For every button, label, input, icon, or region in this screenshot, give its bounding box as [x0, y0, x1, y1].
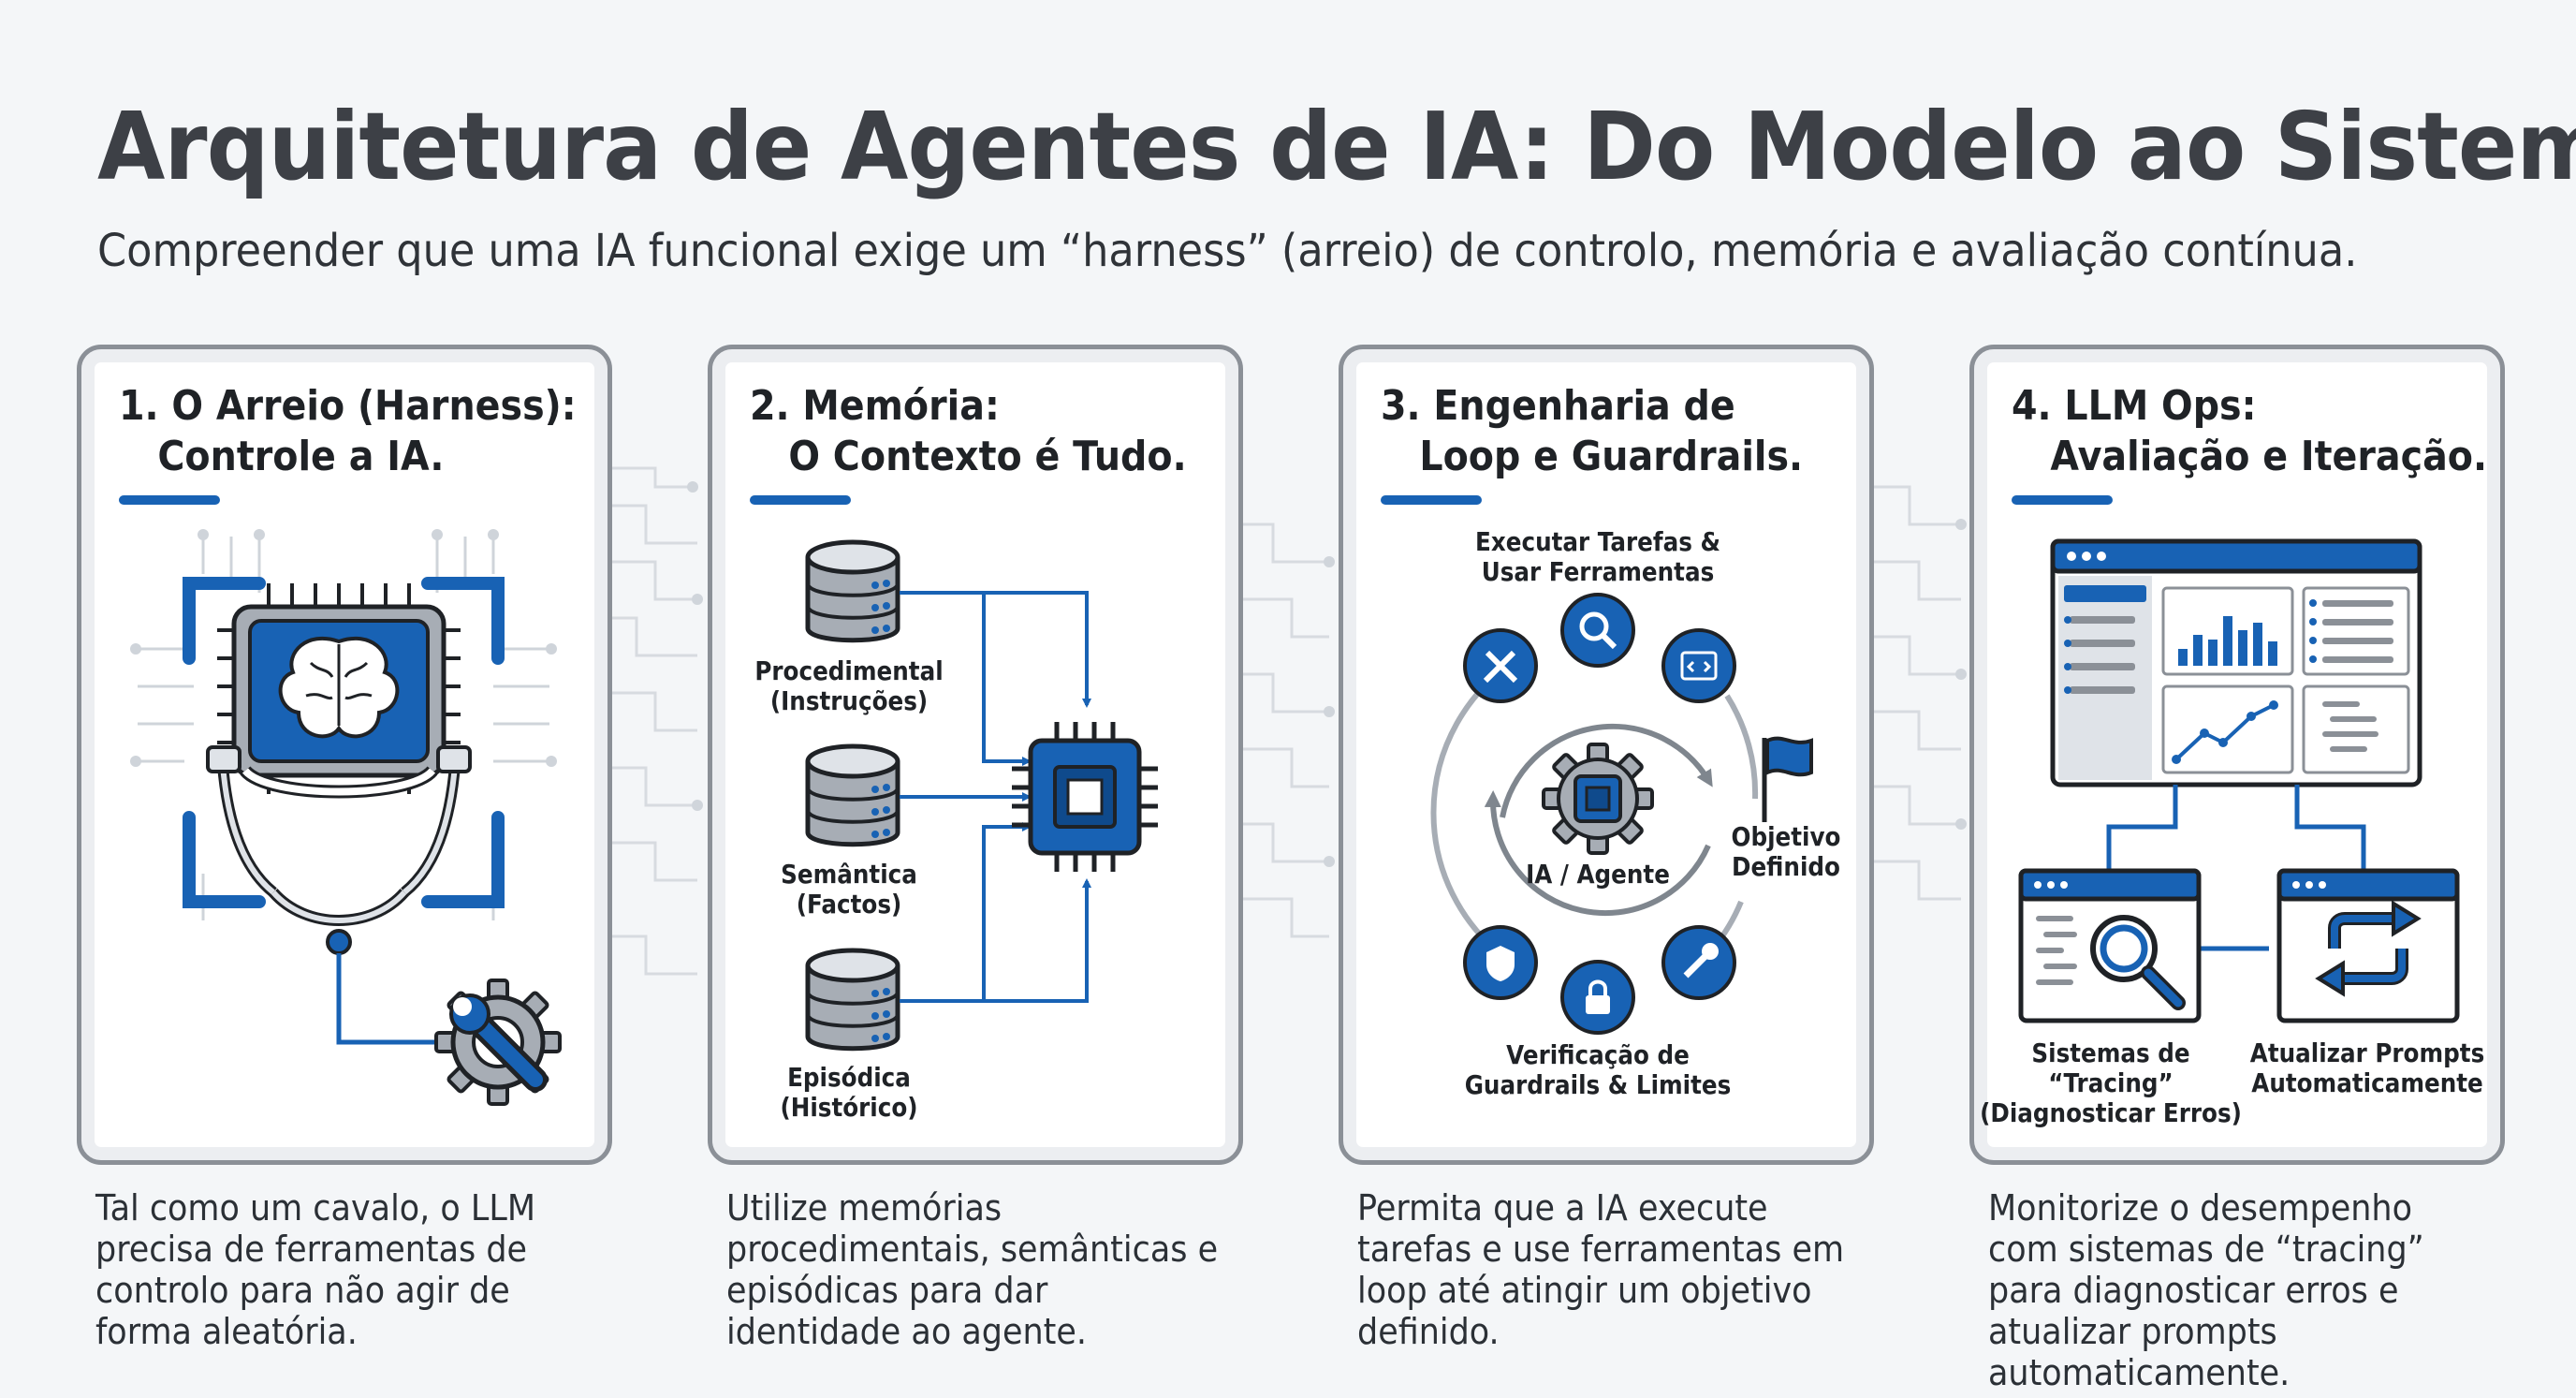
brain-chip-icon [217, 583, 461, 794]
loop-label-bottom: Verificação de Guardrails & Limites [1464, 1039, 1732, 1100]
refresh-icon [2276, 868, 2460, 1023]
chip-icon [1012, 722, 1158, 872]
card-title: 2. Memória: O Contexto é Tudo. [750, 382, 1187, 480]
card-title: 3. Engenharia de Loop e Guardrails. [1381, 382, 1804, 480]
code-icon [1661, 628, 1736, 703]
page-title: Arquitetura de Agentes de IA: Do Modelo … [97, 92, 2576, 201]
card-harness: 1. O Arreio (Harness): Controle a IA. [77, 345, 612, 1165]
loop-label-center: IA / Agente [1526, 859, 1670, 890]
title-underline [1381, 495, 1482, 505]
database-icon [808, 950, 898, 1049]
search-icon [1560, 593, 1635, 668]
card-description: Permita que a IA execute tarefas e use f… [1357, 1187, 1845, 1352]
title-underline [750, 495, 851, 505]
wrench-icon [1661, 925, 1736, 1000]
database-icon [808, 746, 898, 845]
card-llmops: 4. LLM Ops: Avaliação e Iteração. Sistem… [1969, 345, 2505, 1165]
memory-label-episodic: Episódica (Histórico) [780, 1062, 918, 1123]
memory-label-procedural: Procedimental (Instruções) [754, 655, 944, 716]
gear-wrench-icon [434, 979, 562, 1106]
tools-icon [1463, 628, 1538, 703]
memory-label-semantic: Semântica (Factos) [781, 859, 917, 920]
dashboard-icon [2050, 538, 2422, 787]
database-icon [808, 542, 898, 640]
magnifier-icon [2018, 868, 2202, 1023]
title-underline [2012, 495, 2113, 505]
loop-label-right: Objetivo Definido [1731, 821, 1841, 882]
card-description: Utilize memórias procedimentais, semânti… [726, 1187, 1219, 1352]
title-underline [119, 495, 220, 505]
card-description: Monitorize o desempenho com sistemas de … [1988, 1187, 2424, 1393]
lock-icon [1560, 960, 1635, 1035]
loop-label-top: Executar Tarefas & Usar Ferramentas [1475, 526, 1720, 587]
card-description: Tal como um cavalo, o LLM precisa de fer… [95, 1187, 536, 1352]
ops-label-tracing: Sistemas de “Tracing” (Diagnosticar Erro… [1980, 1037, 2242, 1128]
card-loop: 3. Engenharia de Loop e Guardrails. Exec… [1339, 345, 1874, 1165]
gear-chip-icon [1542, 743, 1654, 855]
card-title: 1. O Arreio (Harness): Controle a IA. [119, 382, 577, 480]
shield-icon [1463, 925, 1538, 1000]
flag-icon [1762, 736, 1813, 822]
harness-icon [206, 745, 472, 1045]
ops-label-update: Atualizar Prompts Automaticamente [2249, 1037, 2485, 1098]
page-subtitle: Compreender que uma IA funcional exige u… [97, 225, 2358, 277]
card-title: 4. LLM Ops: Avaliação e Iteração. [2012, 382, 2488, 480]
card-memory: 2. Memória: O Contexto é Tudo. Procedime… [708, 345, 1243, 1165]
